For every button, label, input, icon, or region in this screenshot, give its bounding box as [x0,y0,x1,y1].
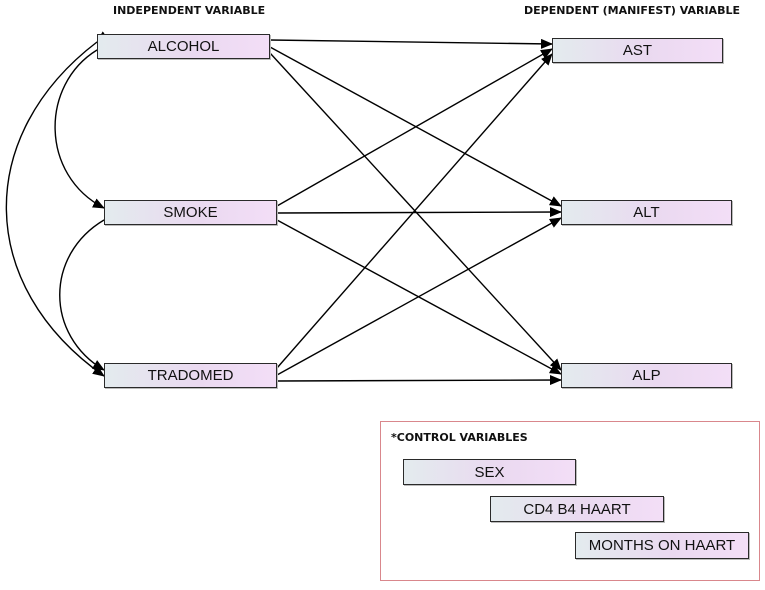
corr-alcohol-smoke [54,39,109,209]
dependent-variable-heading: DEPENDENT (MANIFEST) VARIABLE [524,4,740,17]
path-tradomed-alp [276,375,562,386]
node-smoke: SMOKE [104,200,277,225]
node-alcohol: ALCOHOL [97,34,270,59]
path-smoke-alt [276,207,562,218]
path-alcohol-alp [269,52,562,371]
control-variables-title: *CONTROL VARIABLES [391,431,528,444]
node-cd4-b4-haart: CD4 B4 HAART [490,496,664,522]
path-tradomed-alt [276,217,562,376]
path-alcohol-ast [269,38,553,49]
corr-smoke-tradomed [59,210,117,371]
node-ast: AST [552,38,723,63]
node-tradomed: TRADOMED [104,363,277,388]
corr-alcohol-tradomed [5,31,109,377]
independent-variable-heading: INDEPENDENT VARIABLE [113,4,266,17]
path-smoke-ast [276,48,553,207]
path-tradomed-ast [276,53,553,369]
node-months-on-haart: MONTHS ON HAART [575,532,749,559]
control-variables-panel: *CONTROL VARIABLES SEX CD4 B4 HAART MONT… [380,421,760,581]
node-alt: ALT [561,200,732,225]
node-alp: ALP [561,363,732,388]
node-sex: SEX [403,459,576,485]
